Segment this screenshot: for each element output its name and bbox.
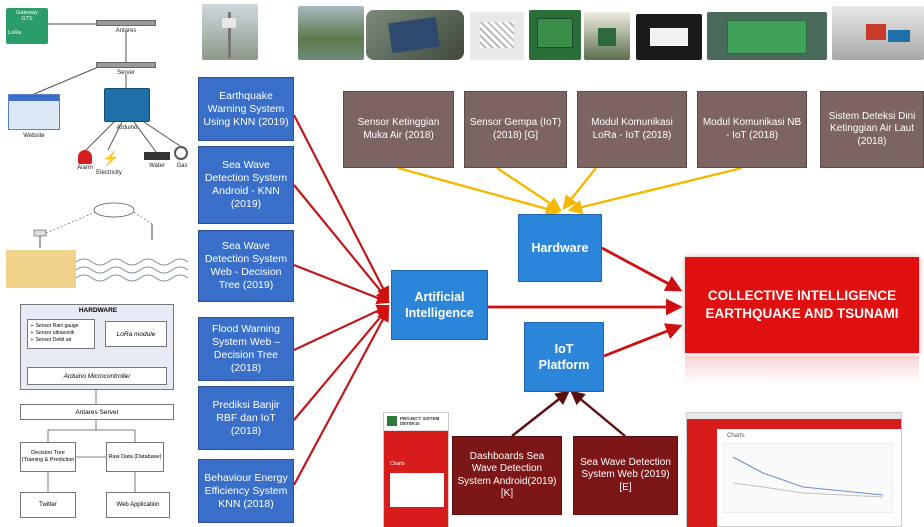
photo-white-enclosure <box>470 12 524 60</box>
sensor-item: ➢ Sensor Debit air <box>30 337 72 343</box>
photo-module-hand <box>584 12 630 60</box>
gateway-label: Gateway <box>16 10 38 16</box>
sea-level-sensor-illustration <box>6 200 196 288</box>
lora-module-project-box: Modul Komunikasi LoRa - IoT (2018) <box>577 91 687 168</box>
alarm-icon <box>78 150 92 164</box>
alarm-label: Alarm <box>77 165 93 171</box>
collective-intelligence-target: COLLECTIVE INTELLIGENCE EARTHQUAKE AND T… <box>685 257 919 353</box>
android-app-screenshot: PROJECT SISTEM DETEKSI Charts <box>383 412 449 527</box>
web-application-box: Web Application <box>106 492 170 518</box>
electricity-label: Electricity <box>96 170 122 176</box>
photo-nb-iot-device <box>636 14 702 60</box>
arduino-label: Arduino <box>116 125 138 131</box>
web-charts-title: Charts <box>727 433 745 439</box>
beach-sand <box>6 250 76 288</box>
water-label: Water <box>149 163 165 169</box>
web-app-screenshot: Charts <box>686 412 902 527</box>
earthquake-sensor-box: Sensor Gempa (IoT) (2018) [G] <box>464 91 567 168</box>
photo-detection-system <box>832 6 924 60</box>
photo-river <box>298 6 364 60</box>
server-rack <box>96 62 156 68</box>
gateway-device: Gateway GTS LoRa <box>6 8 48 44</box>
sensor-item: ➢ Sensor ultrasonik <box>30 330 75 336</box>
dashboard-android-box: Dashboards Sea Wave Detection System And… <box>452 436 562 515</box>
raw-data-box: Raw Data (Database) <box>106 442 164 472</box>
gateway-sublabel: GTS <box>21 16 33 22</box>
project-flood-warning: Flood Warning System Web – Decision Tree… <box>198 317 294 381</box>
gas-label: Gas <box>176 163 188 169</box>
photo-sensor-box <box>366 10 464 60</box>
antares-label: Antares <box>115 28 137 34</box>
web-line-chart-thumbnail <box>723 443 893 513</box>
project-earthquake-knn: Earthquake Warning System Using KNN (201… <box>198 77 294 141</box>
mcu-box: Arduino Microcontroller <box>27 367 167 385</box>
antares-server-rack <box>96 20 156 26</box>
photo-dev-board <box>707 12 827 60</box>
iot-platform-hub: IoT Platform <box>524 322 604 392</box>
sensor-list: ➢ Sensor Rain gauge ➢ Sensor ultrasonik … <box>27 319 95 349</box>
project-flood-rbf: Prediksi Banjir RBF dan IoT (2018) <box>198 386 294 450</box>
hardware-title: HARDWARE <box>78 307 118 314</box>
project-sea-wave-web: Sea Wave Detection System Web - Decision… <box>198 230 294 302</box>
sensor-item: ➢ Sensor Rain gauge <box>30 323 79 329</box>
photo-sensor-pole <box>202 4 258 60</box>
server-label: Server <box>117 70 135 76</box>
hardware-inbound-arrows <box>397 166 743 216</box>
arduino-board <box>104 88 150 122</box>
ai-hub: Artificial Intelligence <box>391 270 488 340</box>
photo-lora-board <box>529 10 581 60</box>
project-sea-wave-android: Sea Wave Detection System Android - KNN … <box>198 146 294 224</box>
hardware-block: HARDWARE ➢ Sensor Rain gauge ➢ Sensor ul… <box>20 304 174 390</box>
antares-server-box: Antares Server <box>20 404 174 420</box>
hardware-flow-links <box>47 390 136 492</box>
gas-meter-icon <box>174 146 188 160</box>
target-reflection <box>685 356 919 384</box>
architecture-links <box>33 23 181 153</box>
website-label: Website <box>23 133 45 139</box>
android-menu-charts: Charts <box>390 461 405 467</box>
ai-inbound-arrows <box>293 114 391 486</box>
lora-label: LoRa <box>8 30 22 36</box>
twitter-box: Twitter <box>20 492 76 518</box>
sensor-water-level-box: Sensor Ketinggian Muka Air (2018) <box>343 91 454 168</box>
nb-iot-module-box: Modul Komunikasi NB - IoT (2018) <box>697 91 807 168</box>
early-detection-system-box: Sistem Deteksi Dini Ketinggian Air Laut … <box>820 91 924 168</box>
water-valve-icon <box>144 152 170 160</box>
sea-waves <box>33 202 189 282</box>
lora-module-box: LoRa module <box>105 321 167 347</box>
android-app-title: PROJECT SISTEM DETEKSI <box>400 416 440 426</box>
website-thumbnail <box>8 94 60 130</box>
target-inbound-arrows <box>488 246 683 358</box>
decision-tree-box: Decision Tree (Training & Prediction <box>20 442 76 472</box>
hardware-hub: Hardware <box>518 214 602 282</box>
project-energy-knn: Behaviour Energy Efficiency System KNN (… <box>198 459 294 523</box>
sea-wave-web-box: Sea Wave Detection System Web (2019) [E] <box>573 436 678 515</box>
iot-inbound-arrows <box>511 390 626 437</box>
system-architecture-diagram: Gateway GTS LoRa Antares Server Website … <box>4 2 196 192</box>
